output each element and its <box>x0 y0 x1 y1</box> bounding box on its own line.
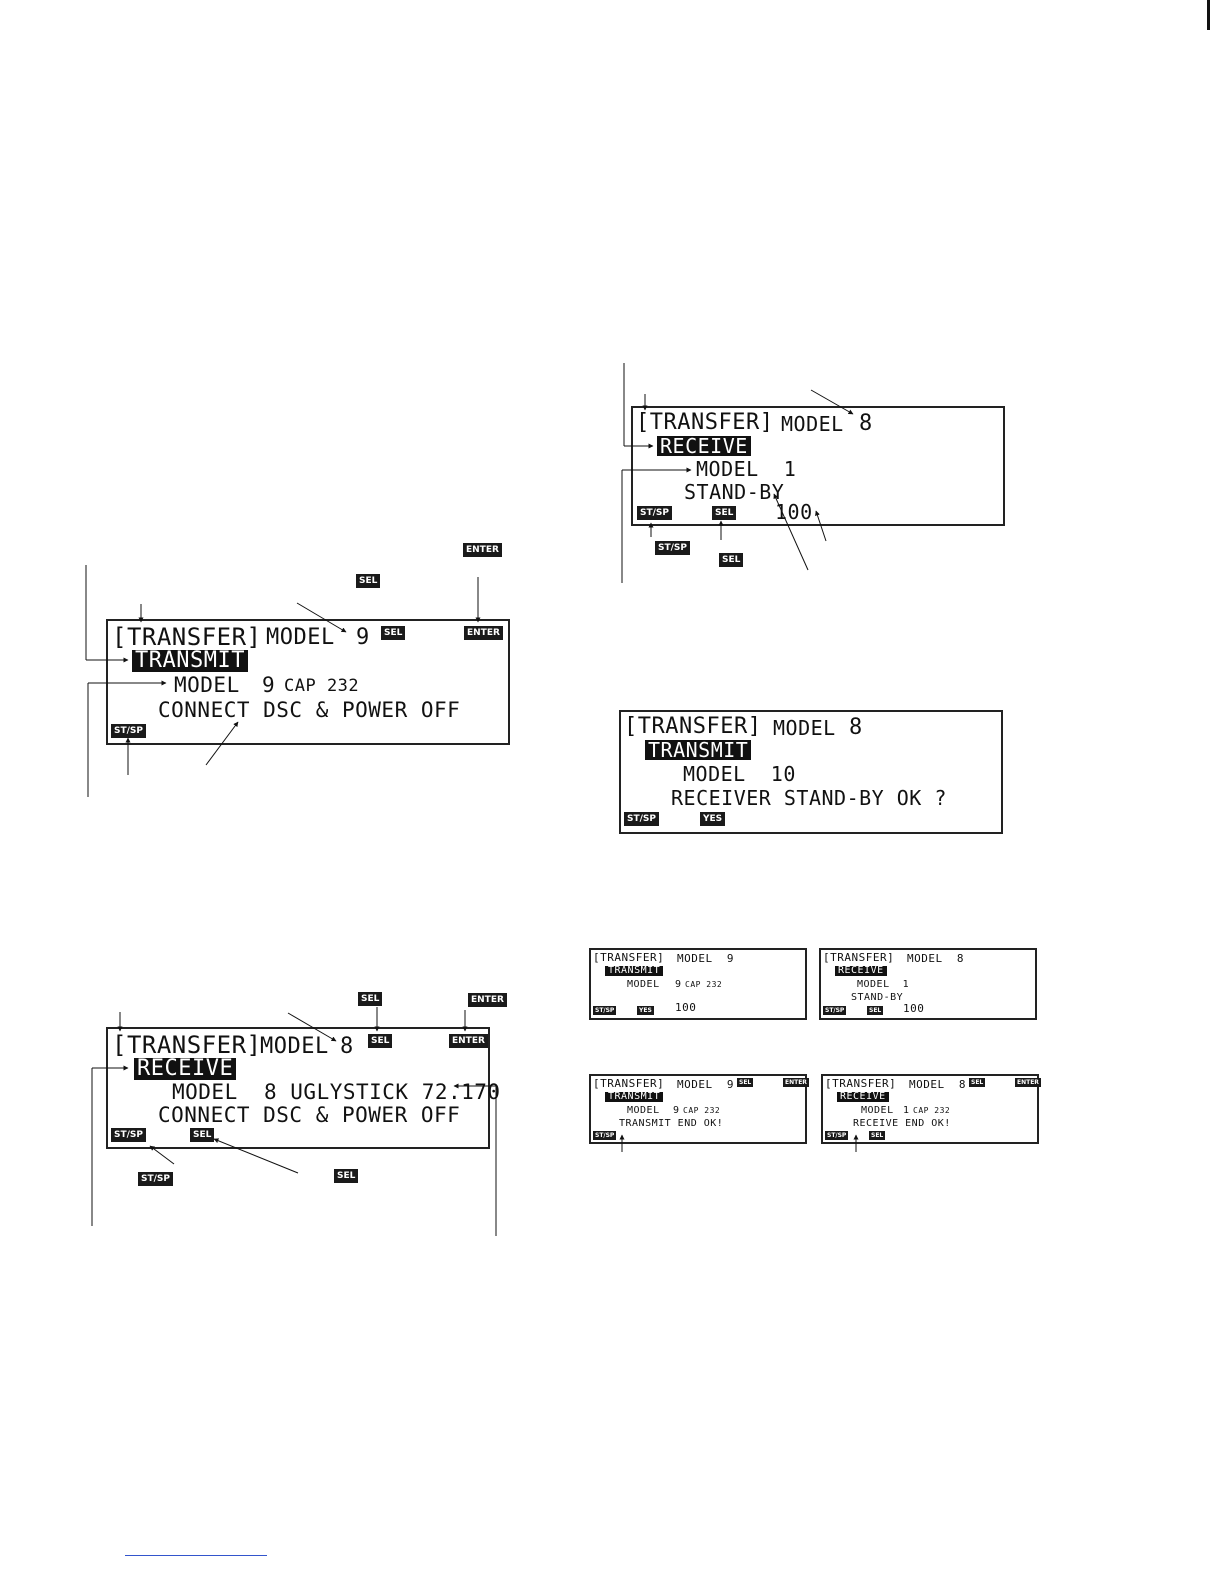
line3-model: MODEL <box>861 1105 894 1116</box>
stsp-key-label-2: ST/SP <box>655 541 690 555</box>
small-lcd-transmit-end: [TRANSFER] MODEL 9 SEL ENTER TRANSMIT MO… <box>589 1074 809 1144</box>
lcd-header: [TRANSFER] <box>823 951 895 964</box>
line4-standby: STAND-BY <box>684 480 785 504</box>
sel-button[interactable]: SEL <box>381 626 406 640</box>
sel-button[interactable]: SEL <box>737 1078 754 1087</box>
line3-model: MODEL <box>627 979 660 990</box>
line3-number: 9 <box>675 979 682 990</box>
lcd-header: [TRANSFER] <box>636 410 774 435</box>
mode-receive: RECEIVE <box>835 966 887 976</box>
line4-confirm: RECEIVER STAND-BY OK ? <box>671 786 947 810</box>
sel-key-label-2: SEL <box>358 992 383 1006</box>
stsp-button[interactable]: ST/SP <box>825 1131 849 1140</box>
stsp-button[interactable]: ST/SP <box>624 812 659 826</box>
stsp-button[interactable]: ST/SP <box>823 1006 847 1015</box>
model-label: MODEL <box>266 625 335 650</box>
mode-transmit: TRANSMIT <box>645 740 752 760</box>
model-number: 8 <box>340 1034 354 1059</box>
small-lcd-receive-progress: [TRANSFER] MODEL 8 RECEIVE MODEL 1 STAND… <box>819 948 1037 1020</box>
line4-status: CONNECT DSC & POWER OFF <box>158 1103 461 1127</box>
enter-key-label-2: ENTER <box>468 993 507 1007</box>
progress-count: 100 <box>775 500 813 524</box>
model-label: MODEL <box>260 1034 329 1059</box>
model-number: 8 <box>859 411 873 436</box>
line3-name: CAP 232 <box>683 1106 721 1115</box>
mode-receive: RECEIVE <box>134 1058 237 1080</box>
mode-transmit: TRANSMIT <box>605 1092 664 1102</box>
line3-model: MODEL 1 <box>857 979 910 990</box>
line3-model: MODEL <box>174 673 240 697</box>
sel-key-label-3: SEL <box>334 1169 359 1183</box>
yes-button[interactable]: YES <box>700 812 726 826</box>
lcd-header: [TRANSFER] <box>593 951 665 964</box>
mode-transmit: TRANSMIT <box>605 966 664 976</box>
footer-rule <box>125 1555 267 1556</box>
mode-receive: RECEIVE <box>657 436 751 456</box>
enter-button[interactable]: ENTER <box>1015 1078 1041 1087</box>
sel-button[interactable]: SEL <box>712 506 737 520</box>
lcd-header: [TRANSFER] <box>112 1031 262 1059</box>
line3-number: 9 <box>673 1105 680 1116</box>
line3-number: 9 <box>262 673 276 697</box>
progress-count: 100 <box>903 1002 925 1015</box>
enter-button[interactable]: ENTER <box>449 1034 488 1048</box>
model-label: MODEL 9 <box>677 1078 734 1091</box>
sel-key-label-4: SEL <box>719 553 744 567</box>
lcd-header: [TRANSFER] <box>825 1077 897 1090</box>
lcd-receive-standby-screen: [TRANSFER] MODEL 8 RECEIVE MODEL 1 STAND… <box>631 406 1005 526</box>
stsp-button[interactable]: ST/SP <box>111 1128 146 1142</box>
lcd-transmit-screen: [TRANSFER] MODEL 9 SEL ENTER TRANSMIT MO… <box>106 619 510 745</box>
stsp-key-label: ST/SP <box>138 1172 173 1186</box>
line3-name: CAP 232 <box>685 980 723 989</box>
stsp-button[interactable]: ST/SP <box>637 506 672 520</box>
lcd-header: [TRANSFER] <box>624 714 762 739</box>
sel-button[interactable]: SEL <box>867 1006 884 1015</box>
line4-end: RECEIVE END OK! <box>853 1118 951 1129</box>
line3-name: CAP 232 <box>913 1106 951 1115</box>
small-lcd-transmit-progress: [TRANSFER] MODEL 9 TRANSMIT MODEL 9 CAP … <box>589 948 807 1020</box>
lcd-header: [TRANSFER] <box>112 623 262 651</box>
sel-button[interactable]: SEL <box>368 1034 393 1048</box>
sel-button-bottom[interactable]: SEL <box>869 1131 886 1140</box>
stsp-button[interactable]: ST/SP <box>111 724 146 738</box>
yes-button[interactable]: YES <box>637 1006 654 1015</box>
model-label: MODEL 9 <box>677 952 734 965</box>
margin-rule <box>1207 0 1210 30</box>
small-lcd-receive-end: [TRANSFER] MODEL 8 SEL ENTER RECEIVE MOD… <box>821 1074 1041 1144</box>
line4-status: CONNECT DSC & POWER OFF <box>158 698 461 722</box>
stsp-button[interactable]: ST/SP <box>593 1006 617 1015</box>
mode-receive: RECEIVE <box>837 1092 889 1102</box>
line3-number: 1 <box>903 1105 910 1116</box>
sel-button[interactable]: SEL <box>969 1078 986 1087</box>
progress-count: 100 <box>675 1001 697 1014</box>
line3-model: MODEL 1 <box>696 457 797 481</box>
stsp-button[interactable]: ST/SP <box>593 1131 617 1140</box>
model-label: MODEL <box>773 716 836 740</box>
model-label: MODEL 8 <box>909 1078 966 1091</box>
model-label: MODEL <box>781 412 844 436</box>
model-number: 8 <box>849 715 863 740</box>
line4-end: TRANSMIT END OK! <box>619 1118 724 1129</box>
mode-transmit: TRANSMIT <box>132 650 248 672</box>
enter-key-label: ENTER <box>463 543 502 557</box>
model-label: MODEL 8 <box>907 952 964 965</box>
line3-model: MODEL <box>627 1105 660 1116</box>
enter-button[interactable]: ENTER <box>464 626 503 640</box>
line3-model-info: MODEL 8 UGLYSTICK 72.170 <box>172 1080 501 1104</box>
sel-key-label: SEL <box>356 574 381 588</box>
enter-button[interactable]: ENTER <box>783 1078 809 1087</box>
line4-standby: STAND-BY <box>851 992 904 1003</box>
model-number: 9 <box>356 625 370 650</box>
lcd-transmit-confirm-screen: [TRANSFER] MODEL 8 TRANSMIT MODEL 10 REC… <box>619 710 1003 834</box>
lcd-header: [TRANSFER] <box>593 1077 665 1090</box>
sel-button-bottom[interactable]: SEL <box>190 1128 215 1142</box>
line3-name: CAP 232 <box>284 676 360 696</box>
lcd-receive-screen: [TRANSFER] MODEL 8 SEL ENTER RECEIVE MOD… <box>106 1027 500 1149</box>
line3-model: MODEL 10 <box>683 762 796 786</box>
